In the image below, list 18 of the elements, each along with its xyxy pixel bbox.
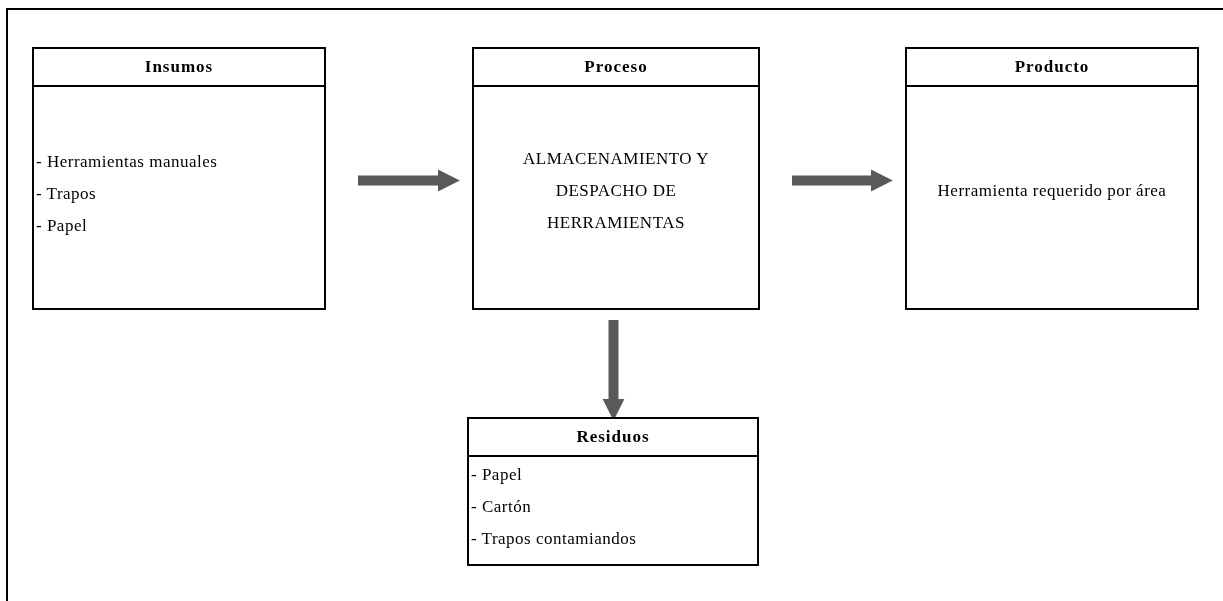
list-item: - Trapos (35, 182, 98, 205)
box-text: ALMACENAMIENTO Y DESPACHO DE HERRAMIENTAS (522, 147, 710, 234)
process-box (467, 417, 759, 566)
list-item: - Cartón (470, 496, 533, 518)
process-box (472, 47, 760, 310)
list-item: - Papel (35, 214, 89, 237)
box-heading: Insumos (144, 56, 214, 79)
box-heading: Proceso (584, 56, 648, 79)
process-box (905, 47, 1199, 310)
list-item: - Trapos contamiandos (470, 528, 638, 550)
list-item: - Herramientas manuales (35, 150, 219, 173)
box-text: Herramienta requerido por área (936, 179, 1168, 202)
block-arrow (358, 169, 460, 192)
box-heading: Producto (1014, 56, 1090, 79)
process-box (32, 47, 326, 310)
box-heading: Residuos (576, 426, 650, 449)
block-arrow (792, 169, 893, 192)
list-item: - Papel (470, 464, 524, 486)
